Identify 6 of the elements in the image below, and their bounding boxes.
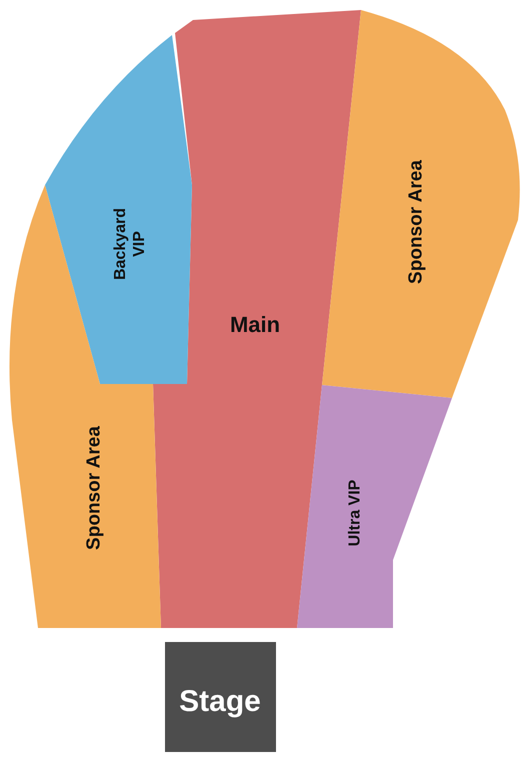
section-label: Main (230, 312, 280, 338)
section-label: Stage (179, 684, 261, 720)
section-label: Backyard VIP (110, 206, 149, 282)
section-label: Ultra VIP (345, 478, 364, 548)
section-label: Sponsor Area (406, 160, 428, 284)
section-label: Sponsor Area (84, 426, 106, 550)
